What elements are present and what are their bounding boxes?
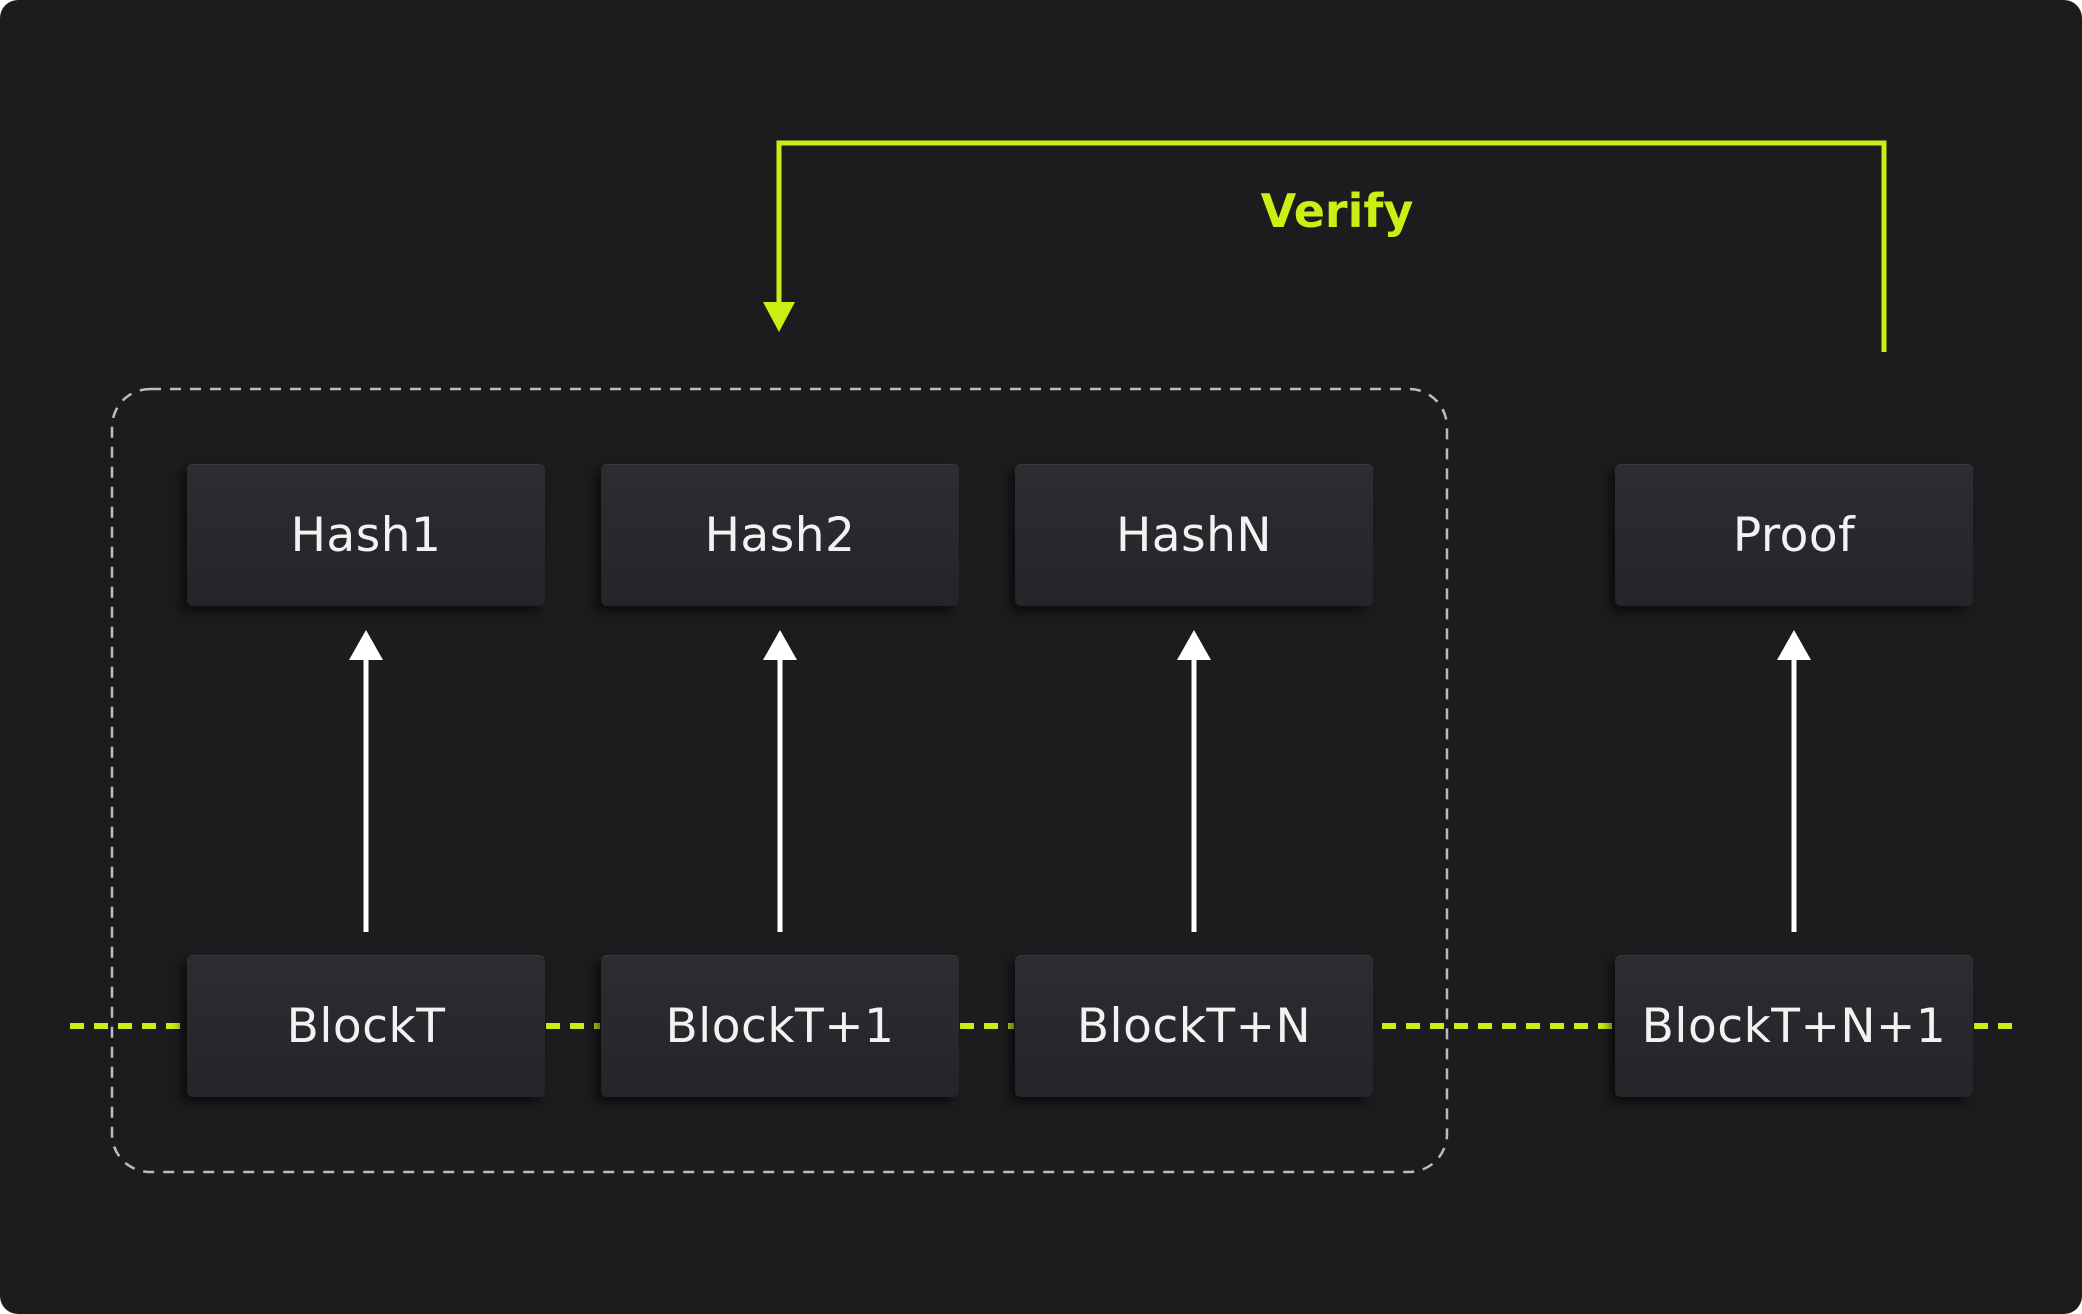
node-label: BlockT (286, 998, 446, 1054)
arrow-head-up-icon (349, 630, 383, 660)
block-node-t: BlockT (187, 955, 545, 1097)
block-node-t-plus-n-plus-1: BlockT+N+1 (1615, 955, 1973, 1097)
node-label: BlockT+1 (665, 998, 895, 1054)
hash-node-1: Hash1 (187, 464, 545, 606)
node-label: Hash1 (290, 507, 442, 563)
block-node-t-plus-1: BlockT+1 (601, 955, 959, 1097)
node-label: Hash2 (704, 507, 856, 563)
node-label: BlockT+N (1076, 998, 1312, 1054)
arrow-head-up-icon (1177, 630, 1211, 660)
verify-arrowhead (763, 302, 795, 332)
block-node-t-plus-n: BlockT+N (1015, 955, 1373, 1097)
node-label: Proof (1732, 507, 1856, 563)
verify-path (776, 140, 1887, 352)
hash-node-n: HashN (1015, 464, 1373, 606)
node-label: BlockT+N+1 (1641, 998, 1947, 1054)
group-boundary (110, 387, 1449, 1174)
arrow-head-up-icon (763, 630, 797, 660)
proof-node: Proof (1615, 464, 1973, 606)
verify-label: Verify (1260, 184, 1414, 238)
hash-arrows (349, 630, 1811, 932)
arrow-head-up-icon (1777, 630, 1811, 660)
node-label: HashN (1115, 507, 1273, 563)
hash-node-2: Hash2 (601, 464, 959, 606)
